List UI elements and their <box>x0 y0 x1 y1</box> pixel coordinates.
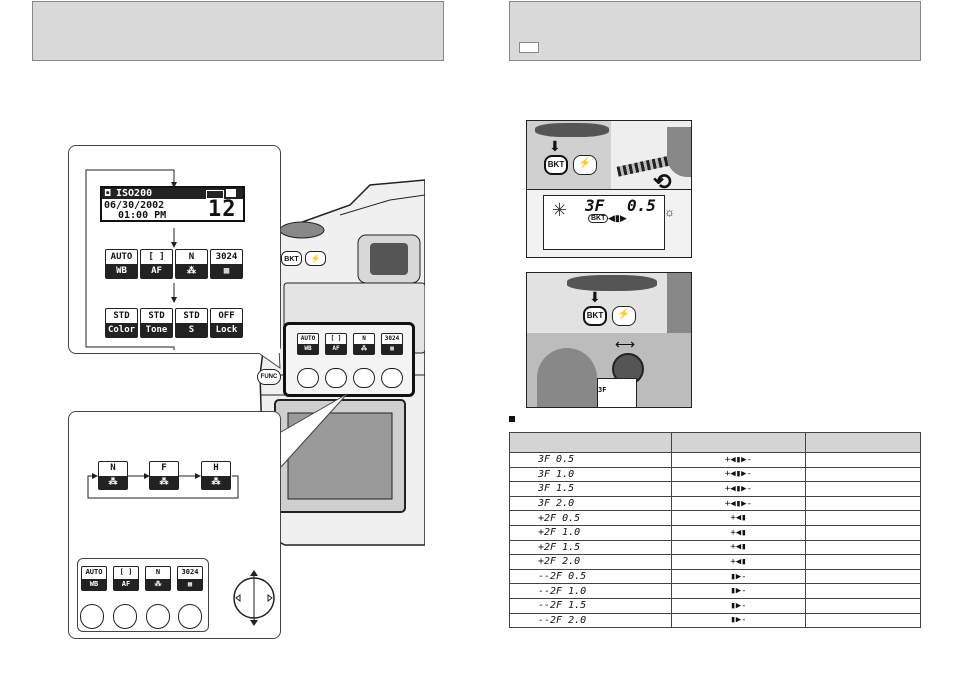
dial-arrows-icon: ⟷ <box>615 336 635 353</box>
flash-button-top[interactable]: ⚡ <box>573 155 597 175</box>
table-row: --2F 1.5▮▶- <box>510 598 921 613</box>
callout-pointer-1 <box>240 330 290 370</box>
table-row: +2F 1.5+◀▮ <box>510 540 921 555</box>
table-header-row <box>510 433 921 453</box>
top-lcd-mode: BKT <box>588 214 608 223</box>
mini-func-btn-4[interactable] <box>178 604 202 629</box>
cam-func-btn-3[interactable] <box>353 368 375 388</box>
mini-func-btn-1[interactable] <box>80 604 104 629</box>
time-readout: 01:00 PM <box>118 210 166 221</box>
card-icon <box>226 189 236 197</box>
cam-func-btn-2[interactable] <box>325 368 347 388</box>
bkt-photo-bottom <box>526 272 692 408</box>
lcd-status-screen: ◘ ISO200 06/30/2002 01:00 PM 12 <box>100 186 245 222</box>
mini-func-btn-2[interactable] <box>113 604 137 629</box>
right-header-bar <box>509 1 921 61</box>
arrow-down-icon-2: ⬇ <box>589 289 601 306</box>
mini-icon-quality: N⁂ <box>145 566 171 591</box>
table-row: +2F 2.0+◀▮ <box>510 555 921 570</box>
table-row: +2F 1.0+◀▮ <box>510 525 921 540</box>
table-row: 3F 2.0+◀▮▶- <box>510 496 921 511</box>
table-header-cell <box>672 433 806 453</box>
table-row: 3F 1.0+◀▮▶- <box>510 467 921 482</box>
camera-icon: ◘ <box>105 189 110 199</box>
cam-icon-quality: N⁂ <box>353 333 375 355</box>
table-row: --2F 2.0▮▶- <box>510 613 921 628</box>
mini-icon-af: [ ]AF <box>113 566 139 591</box>
header-tag <box>519 42 539 53</box>
cam-func-btn-4[interactable] <box>381 368 403 388</box>
table-bullet <box>509 416 515 422</box>
flash-button-small[interactable]: ⚡ <box>305 251 326 266</box>
mini-lcd: 3F <box>598 386 606 394</box>
func-button[interactable]: FUNC <box>257 369 281 385</box>
frames-remaining: 12 <box>208 197 237 222</box>
quality-cycle-arrows <box>84 470 244 502</box>
menu-icon-af: [ ]AF <box>140 249 173 279</box>
cross-key-icon[interactable] <box>228 570 280 626</box>
table-header-cell <box>510 433 672 453</box>
table-row: 3F 0.5+◀▮▶- <box>510 453 921 468</box>
menu-icon-quality: N⁂ <box>175 249 208 279</box>
top-lcd-frames: 3F <box>585 196 604 215</box>
table-row: --2F 0.5▮▶- <box>510 569 921 584</box>
iso-readout: ISO200 <box>116 188 152 199</box>
table-header-cell <box>805 433 920 453</box>
table-row: +2F 0.5+◀▮ <box>510 511 921 526</box>
top-lcd-step: 0.5 <box>627 196 656 215</box>
table-row: --2F 1.0▮▶- <box>510 584 921 599</box>
left-header-bar <box>32 1 444 61</box>
bkt-button-bottom[interactable]: BKT <box>583 306 607 326</box>
mini-icon-size: 3024▦ <box>177 566 203 591</box>
mini-func-btn-3[interactable] <box>146 604 170 629</box>
table-row: 3F 1.5+◀▮▶- <box>510 482 921 497</box>
top-lcd-scale: ◀▮▶ <box>608 213 627 224</box>
bracketing-table: 3F 0.5+◀▮▶- 3F 1.0+◀▮▶- 3F 1.5+◀▮▶- 3F 2… <box>509 432 921 628</box>
flash-button-bottom[interactable]: ⚡ <box>612 306 636 326</box>
arrow-down-icon: ⬇ <box>549 138 561 155</box>
bkt-button-top[interactable]: BKT <box>544 155 568 175</box>
cam-func-btn-1[interactable] <box>297 368 319 388</box>
cam-icon-af: [ ]AF <box>325 333 347 355</box>
bkt-button-small[interactable]: BKT <box>281 251 302 266</box>
callout-pointer-2 <box>279 392 349 472</box>
light-icon: ☼ <box>664 205 675 219</box>
menu-icon-size: 3024▦ <box>210 249 243 279</box>
blink-indicator-icon: ✳ <box>552 200 567 221</box>
cam-icon-size: 3024▦ <box>381 333 403 355</box>
